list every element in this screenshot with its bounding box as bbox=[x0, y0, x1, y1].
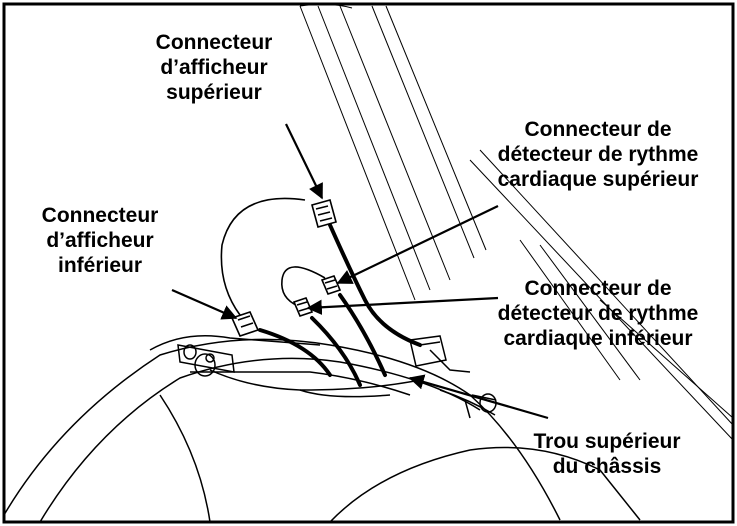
cable-bracket bbox=[409, 335, 471, 373]
thick-cables bbox=[258, 223, 422, 387]
label-line: supérieur bbox=[166, 81, 262, 104]
connector-upper-display bbox=[311, 199, 337, 228]
connector-lower-display bbox=[230, 311, 260, 337]
label-upper-heart-connector: Connecteur de détecteur de rythme cardia… bbox=[476, 117, 720, 192]
label-line: du châssis bbox=[552, 455, 662, 478]
label-line: Connecteur de bbox=[524, 277, 672, 300]
label-lower-display-connector: Connecteur d’afficheur inférieur bbox=[14, 203, 186, 278]
label-line: d’afficheur bbox=[46, 229, 154, 252]
arrow-frame-hole bbox=[408, 374, 549, 420]
right-rail bbox=[469, 149, 734, 441]
label-line: Connecteur de bbox=[524, 118, 672, 141]
label-line: Connecteur bbox=[155, 31, 273, 54]
arrow-upper-heart bbox=[336, 205, 499, 284]
arrow-lower-heart bbox=[306, 296, 499, 315]
pivot-bolt bbox=[177, 344, 235, 377]
upright-tube bbox=[299, 3, 487, 301]
label-line: détecteur de rythme bbox=[497, 302, 699, 325]
label-line: Connecteur bbox=[41, 204, 159, 227]
label-line: Trou supérieur bbox=[533, 430, 681, 453]
label-line: inférieur bbox=[57, 254, 143, 277]
connector-upper-heart bbox=[320, 275, 342, 295]
label-line: détecteur de rythme bbox=[497, 143, 699, 166]
leader-arrows bbox=[171, 123, 549, 420]
label-lower-heart-connector: Connecteur de détecteur de rythme cardia… bbox=[476, 276, 720, 351]
label-line: cardiaque inférieur bbox=[503, 327, 693, 350]
label-line: cardiaque supérieur bbox=[497, 168, 699, 191]
label-line: d’afficheur bbox=[160, 56, 268, 79]
console-housing bbox=[3, 334, 641, 523]
label-frame-hole: Trou supérieur du châssis bbox=[512, 429, 702, 479]
arrow-lower-display bbox=[171, 288, 238, 320]
thin-wires bbox=[220, 197, 326, 316]
label-upper-display-connector: Connecteur d’afficheur supérieur bbox=[128, 30, 300, 105]
arrow-upper-display bbox=[285, 123, 323, 200]
